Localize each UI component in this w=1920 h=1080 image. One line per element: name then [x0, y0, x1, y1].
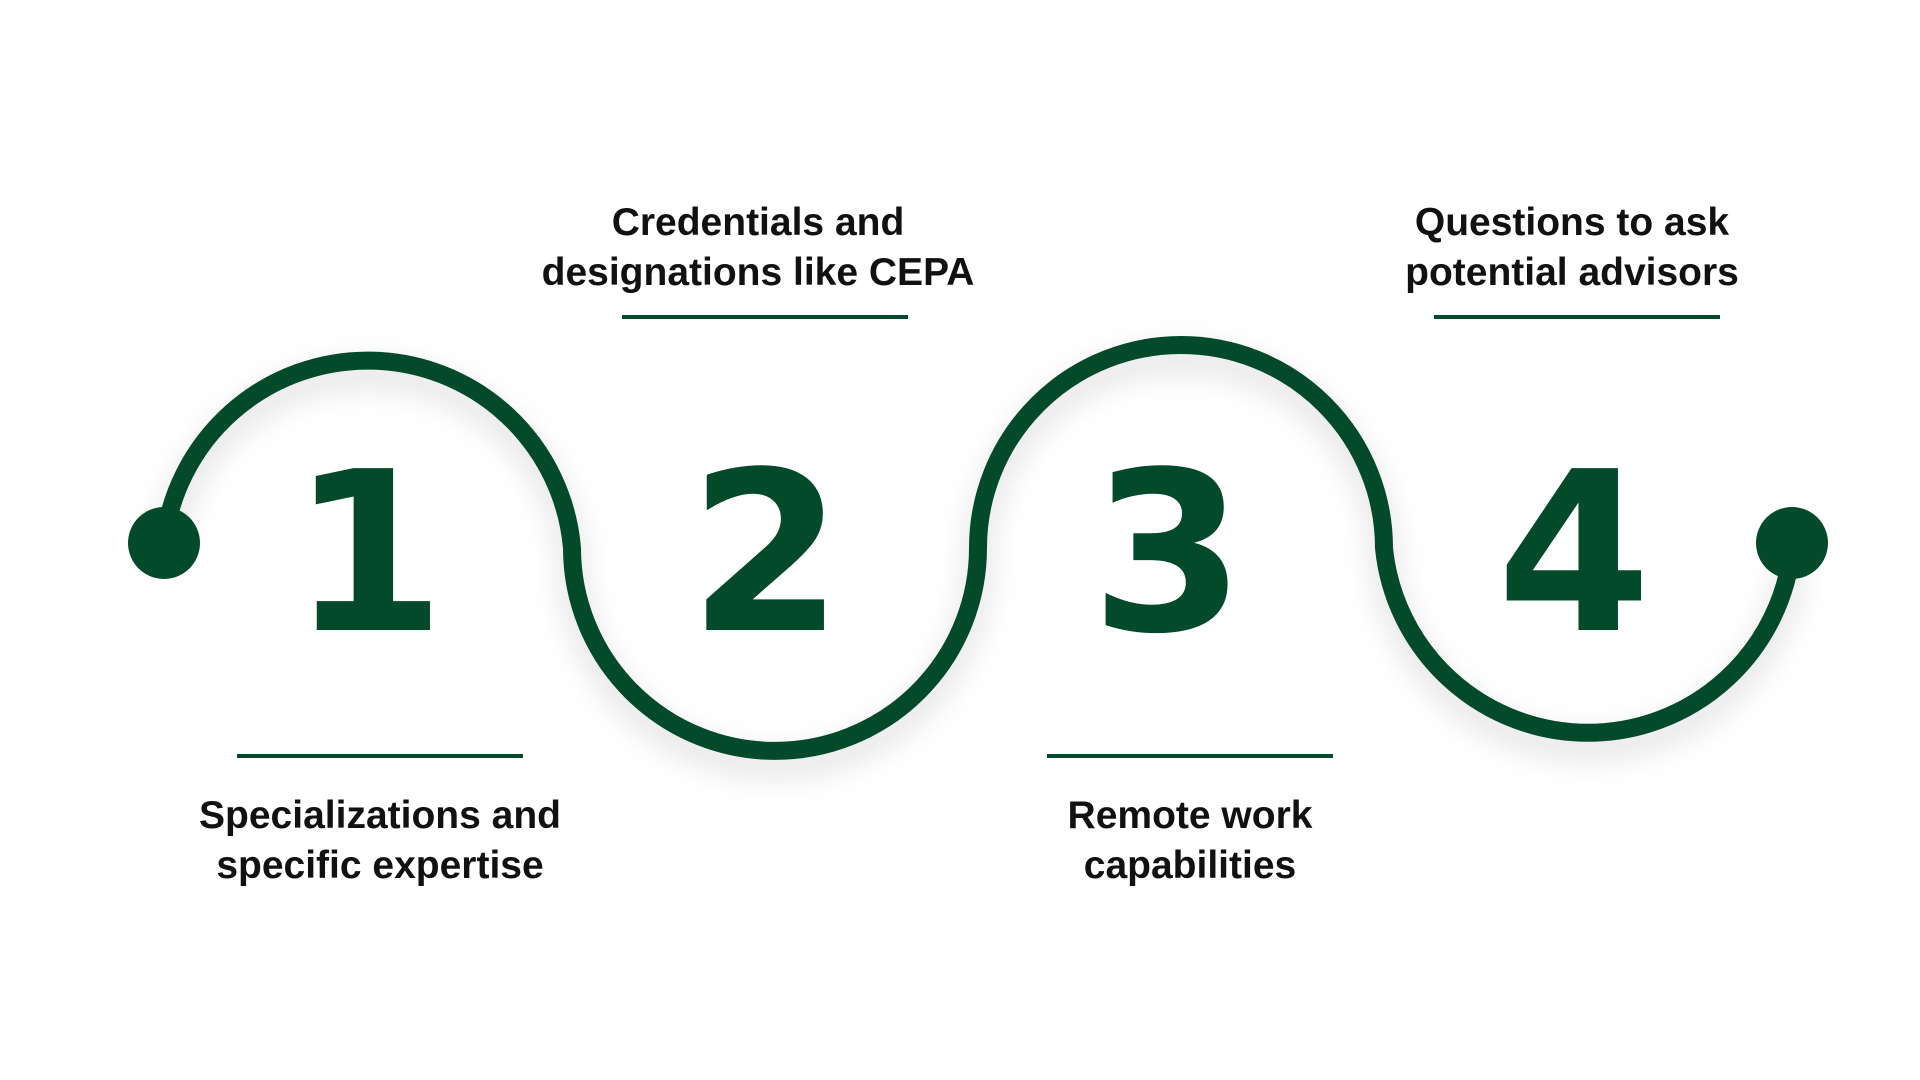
step-2-divider	[622, 315, 908, 319]
step-4-label: Questions to ask potential advisors	[1292, 198, 1852, 298]
step-1-label-line1: Specializations and	[199, 794, 561, 837]
step-2-label: Credentials and designations like CEPA	[478, 198, 1038, 298]
step-2-label-line1: Credentials and	[611, 201, 905, 244]
step-1-divider	[237, 754, 523, 758]
step-3-label-line2: capabilities	[1083, 844, 1297, 887]
step-4-label-line2: potential advisors	[1405, 251, 1739, 294]
step-1-label: Specializations and specific expertise	[100, 791, 660, 891]
step-number-3: 3	[1091, 425, 1245, 683]
step-2-label-line2: designations like CEPA	[541, 251, 975, 294]
step-3-label-line1: Remote work	[1067, 794, 1313, 837]
wave-line	[155, 336, 1801, 760]
step-number-2: 2	[689, 425, 843, 683]
end-dot	[1756, 507, 1828, 579]
step-number-1: 1	[291, 425, 445, 683]
start-dot	[128, 507, 200, 579]
step-1-label-line2: specific expertise	[216, 844, 544, 887]
step-3-divider	[1047, 754, 1333, 758]
step-4-label-line1: Questions to ask	[1414, 201, 1730, 244]
step-number-4: 4	[1497, 425, 1651, 683]
step-4-divider	[1434, 315, 1720, 319]
step-3-label: Remote work capabilities	[910, 791, 1470, 891]
